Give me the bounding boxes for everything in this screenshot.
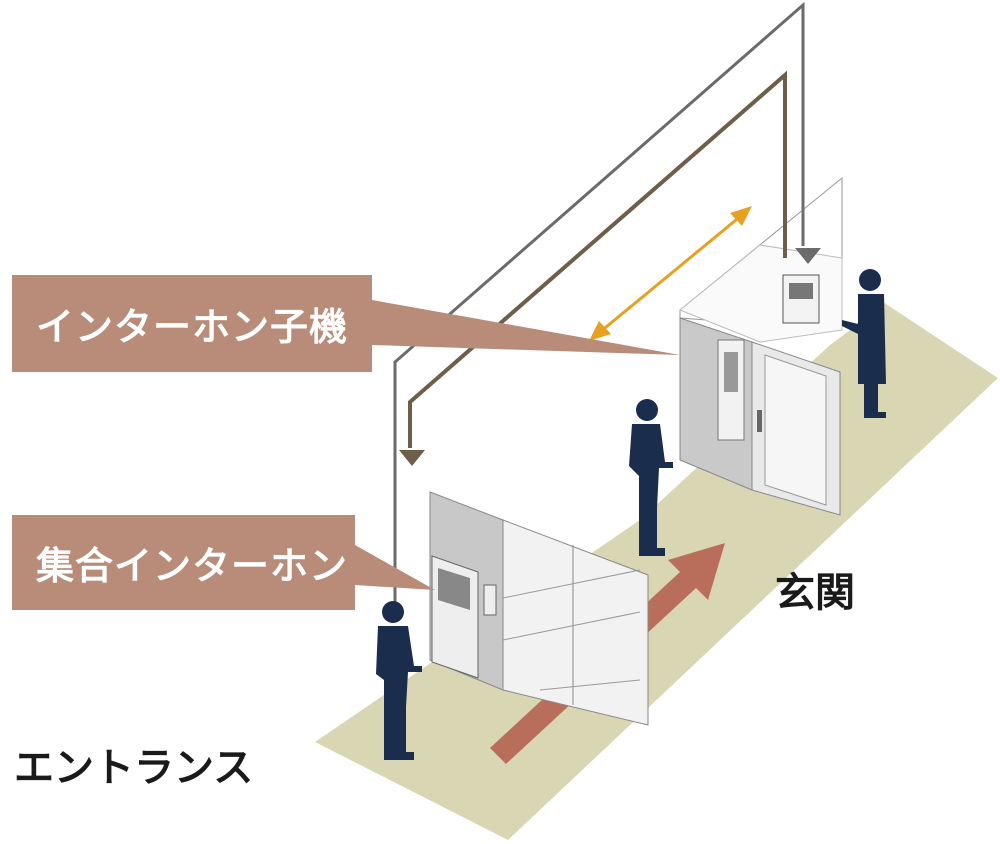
gray-wire — [393, 1, 805, 610]
floor — [315, 300, 998, 840]
person-visitor — [376, 601, 422, 760]
entrance-label: エントランス — [14, 745, 254, 791]
entrance-glass-door — [502, 519, 649, 726]
talk-arrow — [599, 213, 743, 334]
person-hall — [629, 399, 673, 556]
handset-label: インターホン子機 — [12, 275, 372, 372]
brown-arrowhead-icon — [399, 450, 425, 466]
panel-label: 集合インターホン — [12, 515, 355, 610]
gray-arrowhead-icon — [795, 248, 821, 264]
front-door-label: 玄関 — [775, 570, 855, 616]
brown-wire — [408, 70, 787, 448]
handset-pointer — [372, 300, 680, 355]
person-resident — [842, 269, 886, 418]
panel-pointer — [355, 545, 435, 590]
door-handle-icon — [757, 410, 762, 432]
